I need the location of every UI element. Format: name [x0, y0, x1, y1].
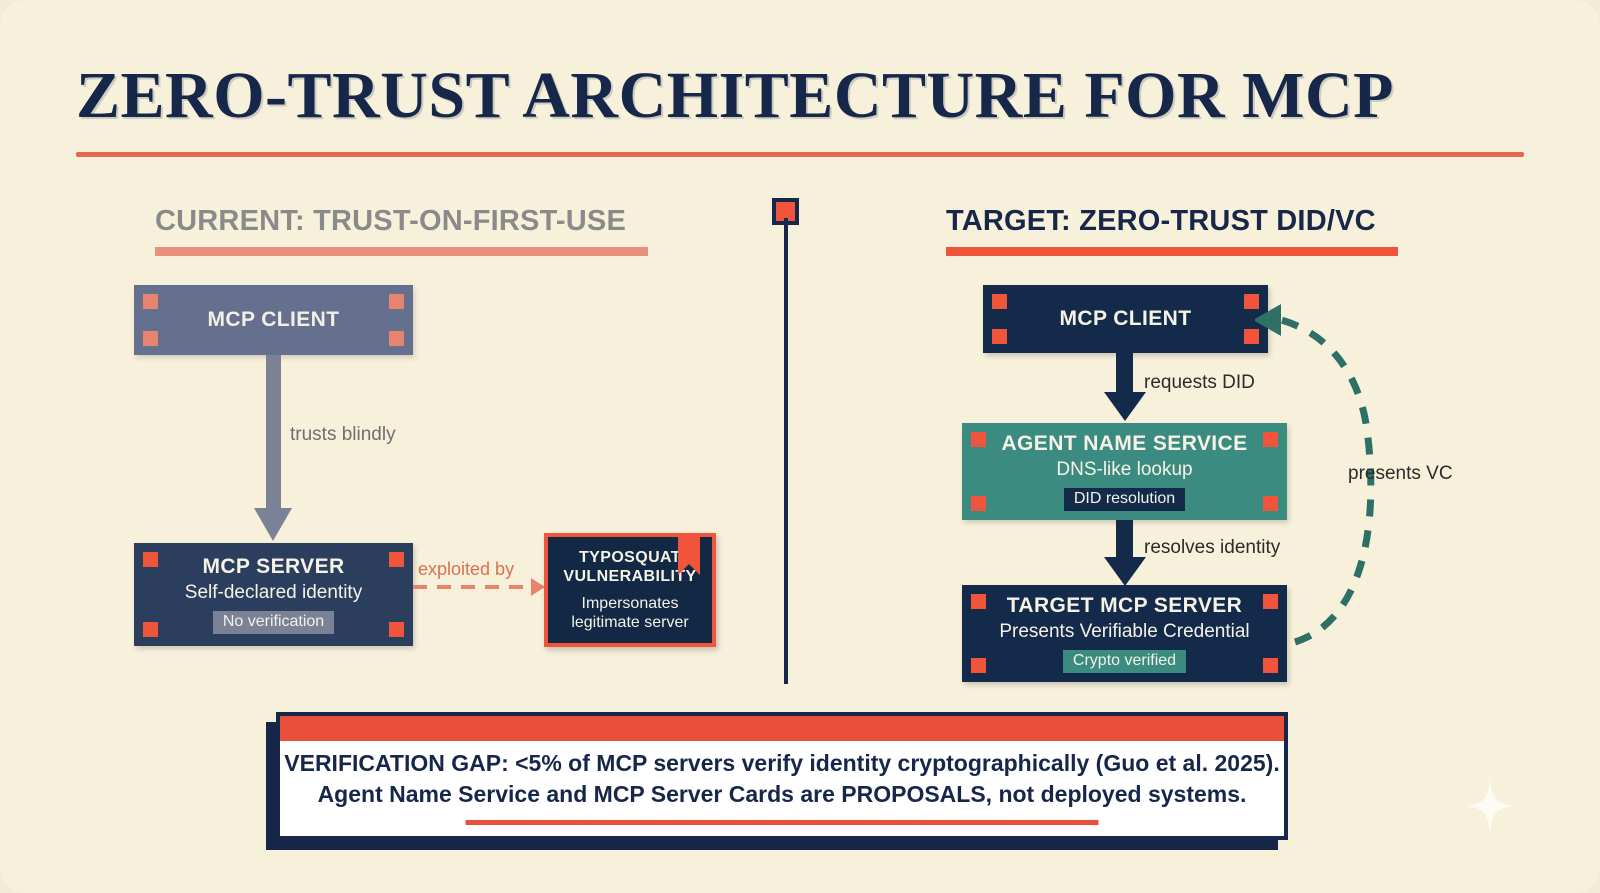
node-typosquat-vulnerability[interactable]: TYPOSQUAT VULNERABILITY Impersonates leg… [544, 533, 716, 647]
node-subtitle: Self-declared identity [184, 581, 363, 603]
node-title: AGENT NAME SERVICE [1001, 431, 1248, 455]
title-underline-rule [76, 152, 1524, 157]
ribbon-bookmark-icon [678, 533, 700, 575]
corner-stud-icon [992, 329, 1007, 344]
corner-stud-icon [1244, 294, 1259, 309]
callout-line-1: VERIFICATION GAP: <5% of MCP servers ver… [284, 750, 1280, 776]
arrow-head-trusts-blindly [254, 508, 292, 541]
node-mcp-client-target[interactable]: MCP CLIENT [983, 285, 1268, 353]
corner-stud-icon [143, 622, 158, 637]
arrow-head-resolves-identity [1104, 557, 1146, 586]
arrow-curved-presents-vc [1255, 304, 1375, 646]
node-subtitle-line2: legitimate server [571, 614, 689, 632]
node-title: MCP SERVER [202, 554, 345, 578]
arrow-shaft-requests-did [1116, 353, 1133, 395]
node-subtitle-line1: Impersonates [581, 595, 679, 612]
arrow-head-requests-did [1104, 392, 1146, 421]
edge-label-trusts-blindly: trusts blindly [290, 424, 396, 445]
corner-stud-icon [389, 331, 404, 346]
status-badge-did-resolution: DID resolution [1063, 487, 1186, 512]
callout-line-2: Agent Name Service and MCP Server Cards … [317, 780, 1247, 807]
callout-underline-rule [465, 820, 1099, 825]
right-column-heading: TARGET: ZERO-TRUST DID/VC [946, 205, 1376, 237]
corner-stud-icon [389, 294, 404, 309]
corner-stud-icon [1263, 496, 1278, 511]
callout-accent-bar [280, 716, 1284, 741]
edge-label-resolves-identity: resolves identity [1144, 537, 1281, 558]
corner-stud-icon [1263, 594, 1278, 609]
node-title: MCP CLIENT [1059, 306, 1192, 330]
node-title-line2: VULNERABILITY [563, 567, 697, 585]
corner-stud-icon [143, 294, 158, 309]
callout-text: VERIFICATION GAP: <5% of MCP servers ver… [280, 748, 1284, 810]
corner-stud-icon [389, 622, 404, 637]
corner-stud-icon [971, 432, 986, 447]
arrow-head-exploited-by [531, 578, 545, 596]
corner-stud-icon [971, 496, 986, 511]
node-title: TARGET MCP SERVER [1006, 593, 1243, 617]
arrow-shaft-resolves-identity [1116, 520, 1133, 560]
node-target-mcp-server[interactable]: TARGET MCP SERVER Presents Verifiable Cr… [962, 585, 1287, 682]
node-title-line1: TYPOSQUAT [579, 548, 681, 566]
corner-stud-icon [1263, 432, 1278, 447]
verification-gap-callout: VERIFICATION GAP: <5% of MCP servers ver… [276, 712, 1288, 840]
left-column-heading: CURRENT: TRUST-ON-FIRST-USE [155, 205, 626, 237]
left-column-heading-rule [155, 247, 648, 256]
node-subtitle: Presents Verifiable Credential [999, 620, 1250, 642]
node-title: MCP CLIENT [207, 307, 340, 331]
arrow-shaft-trusts-blindly [266, 355, 281, 515]
corner-stud-icon [389, 552, 404, 567]
node-agent-name-service[interactable]: AGENT NAME SERVICE DNS-like lookup DID r… [962, 423, 1287, 520]
corner-stud-icon [992, 294, 1007, 309]
edge-label-exploited-by: exploited by [418, 559, 515, 579]
right-column-heading-rule [946, 247, 1398, 256]
sparkle-star-icon [1467, 778, 1513, 834]
corner-stud-icon [143, 552, 158, 567]
status-badge-crypto-verified: Crypto verified [1062, 649, 1187, 674]
corner-stud-icon [971, 594, 986, 609]
page-title: ZERO-TRUST ARCHITECTURE FOR MCP [76, 59, 1394, 132]
column-divider [784, 218, 788, 684]
node-mcp-client-current[interactable]: MCP CLIENT [134, 285, 413, 355]
corner-stud-icon [971, 658, 986, 673]
edge-label-requests-did: requests DID [1144, 372, 1255, 393]
status-badge-no-verification: No verification [212, 610, 335, 635]
node-subtitle: DNS-like lookup [1056, 458, 1193, 480]
corner-stud-icon [1244, 329, 1259, 344]
corner-stud-icon [1263, 658, 1278, 673]
node-mcp-server-current[interactable]: MCP SERVER Self-declared identity No ver… [134, 543, 413, 646]
edge-label-presents-vc: presents VC [1348, 463, 1453, 484]
corner-stud-icon [143, 331, 158, 346]
arrow-dashed-exploited-by [413, 585, 541, 589]
